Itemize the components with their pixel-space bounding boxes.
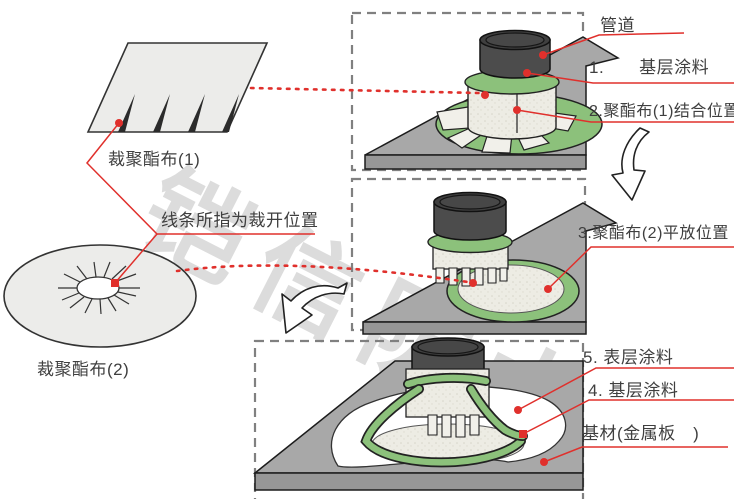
callout-pipe-label: 管道 <box>600 16 635 35</box>
callout-lines <box>85 32 734 463</box>
callout-2-cloth1-position: 2.聚酯布(1)结合位置 <box>589 103 734 120</box>
callout-markers <box>111 51 552 466</box>
callout-3-cloth2-position: 3.聚酯布(2)平放位置 <box>578 225 729 242</box>
arrow-step1-to-step2-icon <box>611 127 650 201</box>
disc-cloth2-label: 裁聚酯布(2) <box>37 360 130 379</box>
callout-base-metal-plate: 基材(金属板 ) <box>582 424 700 443</box>
sheet-cloth1-label: 裁聚酯布(1) <box>108 150 201 169</box>
callout-1-base-coating: 1. 基层涂料 <box>589 58 710 77</box>
callout-5-surface-coating: 5. 表层涂料 <box>583 348 674 367</box>
cut-guide-dotted-lines <box>175 86 481 284</box>
step2-panel <box>350 177 618 335</box>
callout-4-base-coating: 4. 基层涂料 <box>588 381 679 400</box>
cut-position-note: 线条所指为裁开位置 <box>161 211 319 230</box>
arrow-step2-to-step3-icon <box>281 282 348 334</box>
polyester-sheet <box>86 42 269 133</box>
step3-panel <box>252 337 585 499</box>
polyester-disc <box>3 244 197 348</box>
step1-panel <box>350 11 620 172</box>
